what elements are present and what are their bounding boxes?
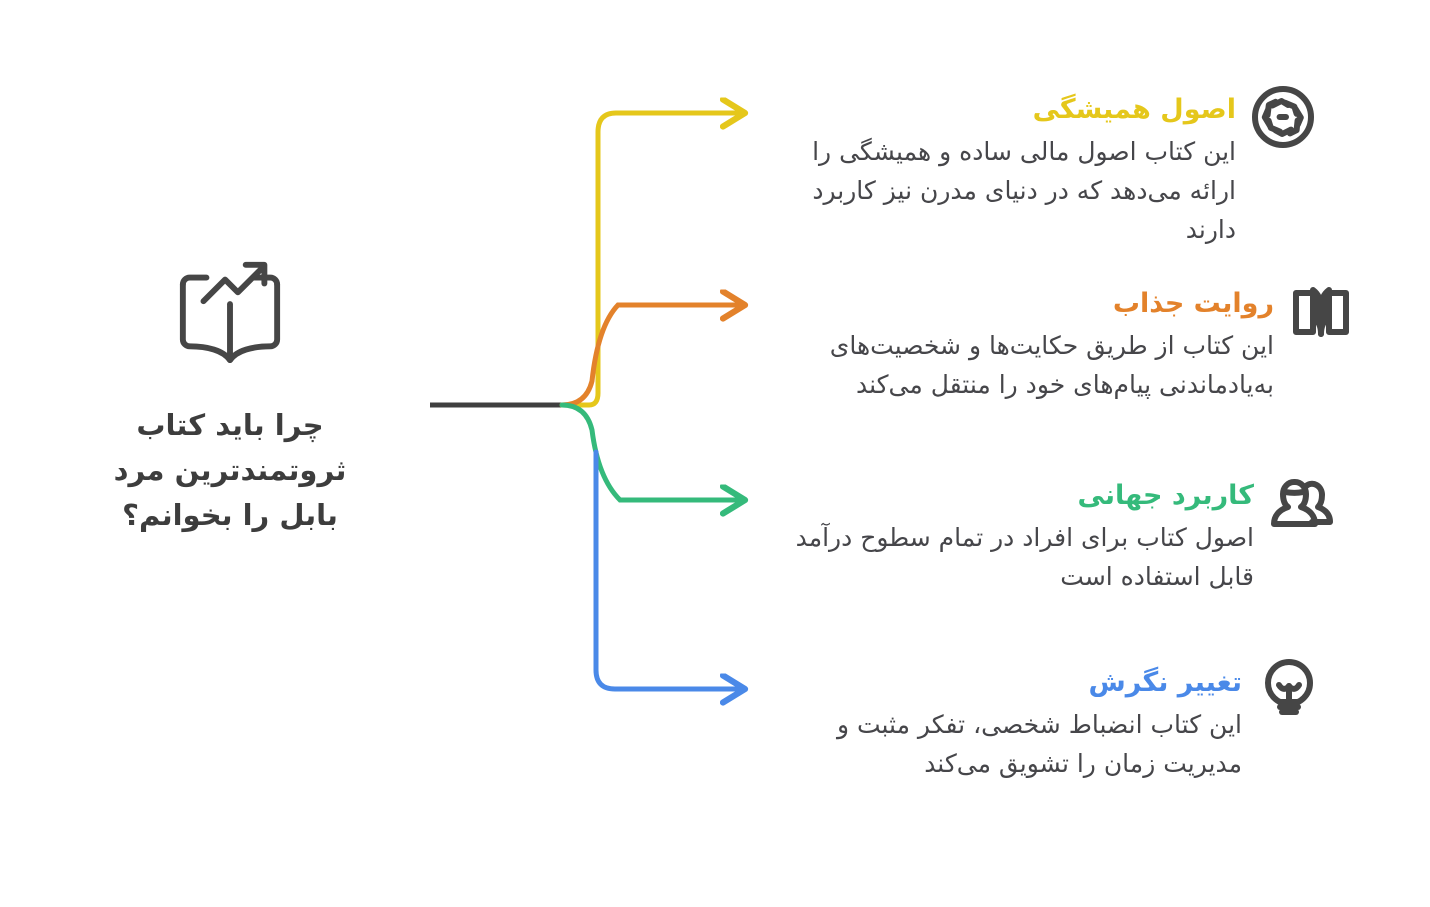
branch-body-4: این کتاب انضباط شخصی، تفکر مثبت و مدیریت… xyxy=(836,710,1242,778)
branch-heading-1: اصول همیشگی xyxy=(1032,94,1236,125)
group-people-icon xyxy=(1271,479,1333,527)
branch-text-4: تغییر نگرش این کتاب انضباط شخصی، تفکر مث… xyxy=(764,665,1242,784)
branch-item-4: تغییر نگرش این کتاب انضباط شخصی، تفکر مث… xyxy=(764,659,1322,784)
page-title: چرا باید کتاب ثروتمندترین مرد بابل را بخ… xyxy=(113,408,347,532)
branch-body-2: این کتاب از طریق حکایت‌ها و شخصیت‌های به… xyxy=(829,331,1274,399)
connector-branch-2 xyxy=(559,305,743,408)
branch-item-2: روایت جذاب این کتاب از طریق حکایت‌ها و ش… xyxy=(764,286,1354,405)
open-book-growth-arrow-icon xyxy=(179,261,281,364)
open-book-icon xyxy=(1293,287,1349,337)
connector-branch-1 xyxy=(559,113,743,408)
connector-branch-3 xyxy=(559,402,743,500)
branch-item-1: اصول همیشگی این کتاب اصول مالی ساده و هم… xyxy=(764,86,1316,249)
branch-text-1: اصول همیشگی این کتاب اصول مالی ساده و هم… xyxy=(764,92,1236,249)
branch-body-1: این کتاب اصول مالی ساده و همیشگی را ارائ… xyxy=(812,137,1236,244)
center-node: چرا باید کتاب ثروتمندترین مرد بابل را بخ… xyxy=(60,255,400,538)
branch-text-3: کاربرد جهانی اصول کتاب برای افراد در تما… xyxy=(764,478,1254,597)
branch-heading-3: کاربرد جهانی xyxy=(1077,480,1254,511)
branch-body-3: اصول کتاب برای افراد در تمام سطوح درآمد … xyxy=(795,523,1254,591)
lightbulb-icon xyxy=(1265,659,1313,715)
connector-branch-4 xyxy=(593,449,743,689)
branch-heading-4: تغییر نگرش xyxy=(1088,667,1242,698)
branch-heading-2: روایت جذاب xyxy=(1112,288,1274,319)
aperture-circle-icon xyxy=(1252,86,1314,148)
branch-text-2: روایت جذاب این کتاب از طریق حکایت‌ها و ش… xyxy=(764,286,1274,405)
branch-item-3: کاربرد جهانی اصول کتاب برای افراد در تما… xyxy=(764,478,1334,597)
